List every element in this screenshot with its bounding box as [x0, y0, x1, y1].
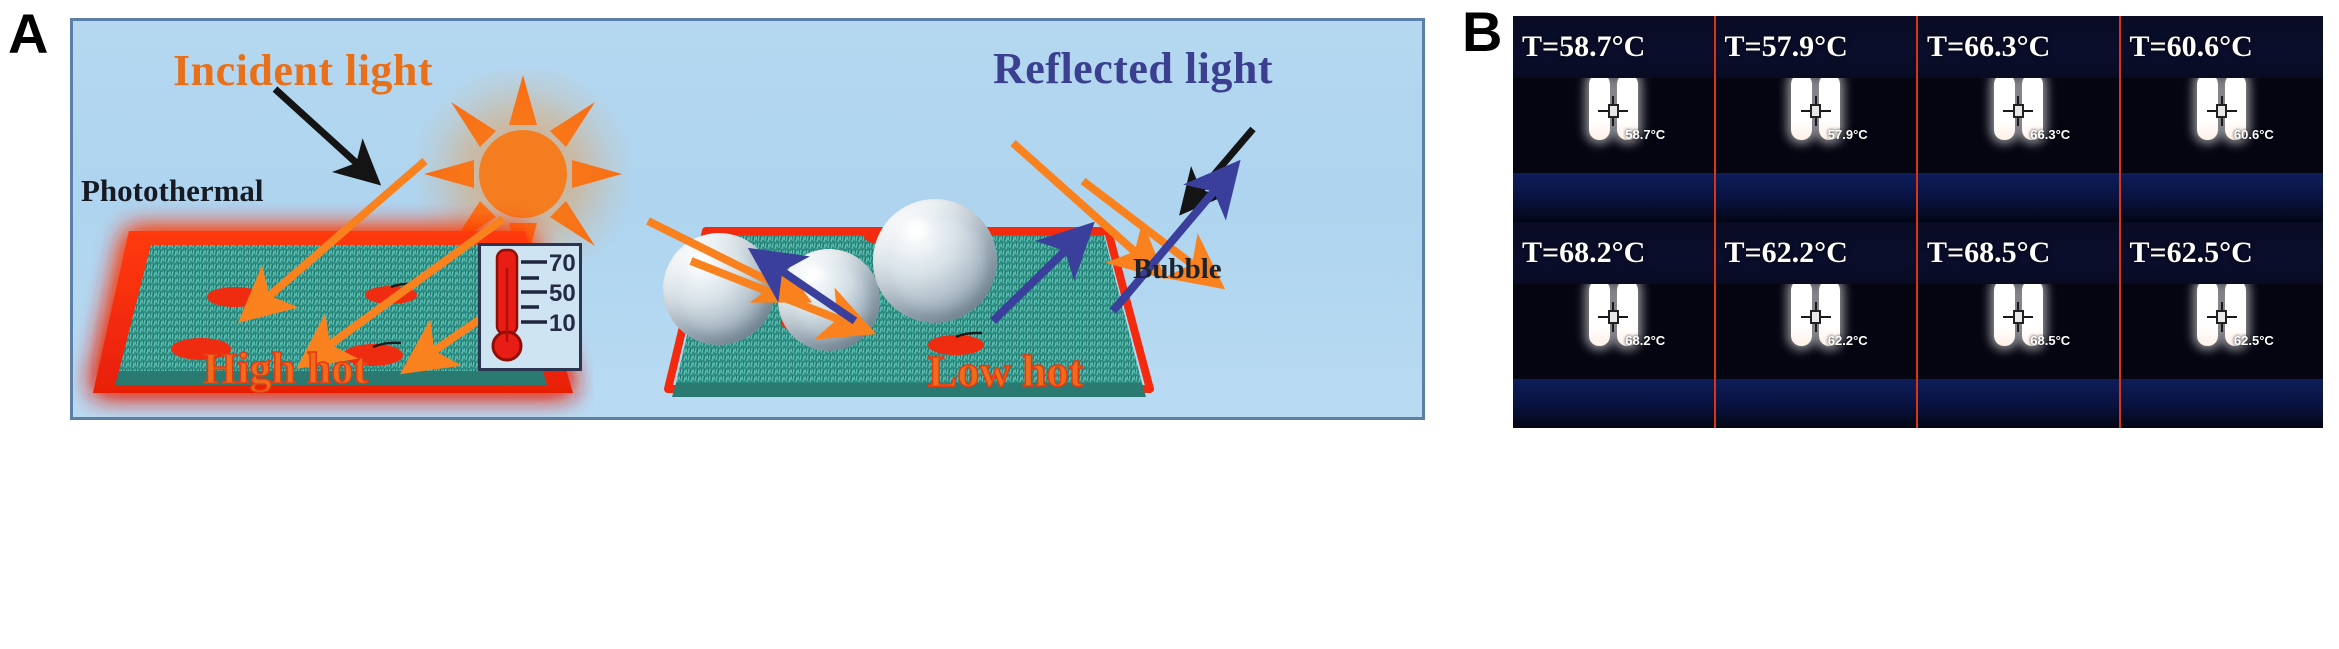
- inline-temp-readout: 62.5°C: [2233, 333, 2274, 349]
- thermal-cell-header: T=66.3°C: [1918, 16, 2119, 78]
- thermometer-svg: 70 50 10: [491, 248, 576, 362]
- orange-ray-left-1: [238, 157, 428, 323]
- panel-letter-b: B: [1462, 0, 1502, 63]
- blue-reflected-ray-3: [1109, 159, 1241, 314]
- hotspot-bars: [1788, 279, 1844, 346]
- hotspot-bars: [2194, 279, 2250, 346]
- blue-reflected-ray-1: [747, 247, 858, 325]
- measurement-crosshair-icon: [2206, 301, 2237, 332]
- orange-ray-right-1: [646, 217, 813, 303]
- thermal-temp-label: T=62.5°C: [2129, 235, 2253, 269]
- measurement-crosshair-icon: [2003, 301, 2034, 332]
- high-hot-slab: [73, 179, 593, 417]
- thermal-cell: 66.3°C T=66.3°C: [1918, 16, 2121, 222]
- thermal-cell: 62.2°C T=62.2°C: [1715, 222, 1918, 428]
- thermal-cell-header: T=68.2°C: [1513, 222, 1714, 284]
- thermal-cell: 57.9°C T=57.9°C: [1715, 16, 1918, 222]
- thermal-temp-label: T=58.7°C: [1522, 29, 1646, 63]
- measurement-crosshair-icon: [1598, 301, 1629, 332]
- inline-temp-readout: 68.5°C: [2030, 333, 2071, 349]
- bubble-sphere: [873, 199, 997, 323]
- thermal-base-shadow: [1715, 378, 1916, 428]
- thermal-temp-label: T=62.2°C: [1724, 235, 1848, 269]
- thermal-temp-label: T=57.9°C: [1724, 29, 1848, 63]
- thermal-cell-header: T=62.2°C: [1715, 222, 1916, 284]
- panel-b-thermal-grid: 58.7°C T=58.7°C 57.9°C T=57.9°C 66.3°C T…: [1513, 16, 2323, 428]
- thermo-tick-70: 70: [549, 250, 576, 277]
- incident-pointer-arrow: [272, 86, 382, 186]
- inline-temp-readout: 66.3°C: [2030, 127, 2071, 143]
- inline-temp-readout: 57.9°C: [1827, 127, 1868, 143]
- thermal-cell: 58.7°C T=58.7°C: [1513, 16, 1716, 222]
- hotspot-bars: [1585, 279, 1641, 346]
- thermo-tick-50: 50: [549, 280, 576, 307]
- thermal-base-shadow: [2120, 172, 2323, 222]
- inline-temp-readout: 58.7°C: [1625, 127, 1666, 143]
- thermal-temp-label: T=60.6°C: [2129, 29, 2253, 63]
- orange-ray-right-2: [689, 257, 877, 340]
- thermal-cell: 68.2°C T=68.2°C: [1513, 222, 1716, 428]
- orange-ray-left-2: [296, 215, 506, 369]
- panel-letter-a: A: [8, 2, 48, 65]
- thermal-cell: 62.5°C T=62.5°C: [2120, 222, 2323, 428]
- thermal-cell: 68.5°C T=68.5°C: [1918, 222, 2121, 428]
- orange-ray-right-4: [1080, 177, 1226, 290]
- thermal-base-shadow: [1715, 172, 1916, 222]
- thermal-temp-label: T=66.3°C: [1927, 29, 2051, 63]
- thermal-base-shadow: [1918, 378, 2119, 428]
- thermal-base-shadow: [1513, 172, 1714, 222]
- measurement-crosshair-icon: [2003, 95, 2034, 126]
- hotspot-bars: [1990, 279, 2046, 346]
- high-hot-label: High hot: [202, 343, 369, 394]
- thermometer-icon: 70 50 10: [478, 243, 582, 371]
- orange-ray-right-3: [1010, 140, 1166, 280]
- incident-light-label: Incident light: [173, 46, 434, 95]
- inline-temp-readout: 60.6°C: [2233, 127, 2274, 143]
- low-hot-label: Low hot: [927, 346, 1084, 397]
- thermo-tick-10: 10: [549, 310, 576, 337]
- thermal-base-shadow: [1513, 378, 1714, 428]
- high-hot-slab-svg: [93, 231, 573, 393]
- measurement-crosshair-icon: [1800, 301, 1831, 332]
- reflected-pointer-arrow: [1179, 126, 1256, 216]
- blue-reflected-ray-2: [990, 221, 1095, 324]
- thermal-cell-header: T=62.5°C: [2120, 222, 2323, 284]
- thermal-temp-label: T=68.5°C: [1927, 235, 2051, 269]
- thermal-base-shadow: [1918, 172, 2119, 222]
- hotspot-bars: [1788, 73, 1844, 140]
- measurement-crosshair-icon: [1598, 95, 1629, 126]
- thermal-cell-header: T=58.7°C: [1513, 16, 1714, 78]
- thermal-cell: 60.6°C T=60.6°C: [2120, 16, 2323, 222]
- bubble-label: Bubble: [1133, 253, 1222, 285]
- thermal-cell-header: T=57.9°C: [1715, 16, 1916, 78]
- reflected-light-label: Reflected light: [993, 44, 1273, 93]
- inline-temp-readout: 68.2°C: [1625, 333, 1666, 349]
- inline-temp-readout: 62.2°C: [1827, 333, 1868, 349]
- hotspot-bars: [1585, 73, 1641, 140]
- photothermal-label: Photothermal: [81, 173, 264, 208]
- thermal-temp-label: T=68.2°C: [1522, 235, 1646, 269]
- measurement-crosshair-icon: [2206, 95, 2237, 126]
- thermal-base-shadow: [2120, 378, 2323, 428]
- thermal-cell-header: T=68.5°C: [1918, 222, 2119, 284]
- thermal-cell-header: T=60.6°C: [2120, 16, 2323, 78]
- hotspot-bars: [1990, 73, 2046, 140]
- hotspot-bars: [2194, 73, 2250, 140]
- panel-a-schematic: 70 50 10 Incident light Reflected light …: [70, 18, 1425, 420]
- measurement-crosshair-icon: [1800, 95, 1831, 126]
